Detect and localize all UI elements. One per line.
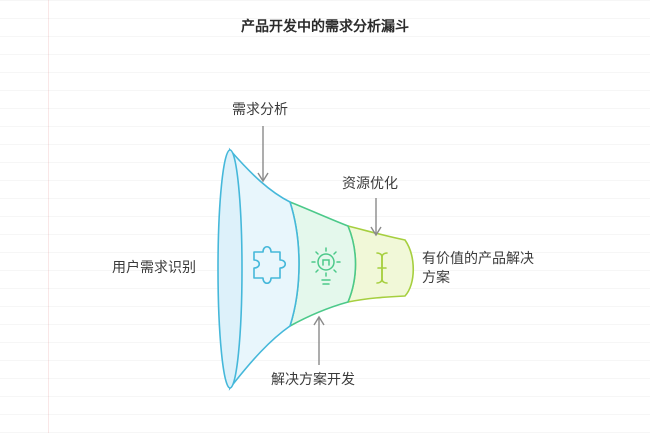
label-solution-development: 解决方案开发 [271,372,355,388]
arrow-demand-analysis [257,126,269,183]
arrow-resource-optimization [370,198,382,237]
label-resource-optimization: 资源优化 [342,176,398,192]
funnel-mouth [217,149,243,389]
diagram-title: 产品开发中的需求分析漏斗 [241,19,409,35]
background-margin-line [48,0,49,433]
label-valuable-solution: 有价值的产品解决方案 [422,251,534,286]
lightbulb-gear-icon [311,247,341,285]
puzzle-icon [253,245,287,285]
label-user-needs: 用户需求识别 [112,260,196,276]
arrow-solution-development [313,315,325,365]
label-demand-analysis: 需求分析 [232,102,288,118]
text-cursor-icon [376,252,388,284]
funnel-segment-resource-optimization [346,224,415,304]
